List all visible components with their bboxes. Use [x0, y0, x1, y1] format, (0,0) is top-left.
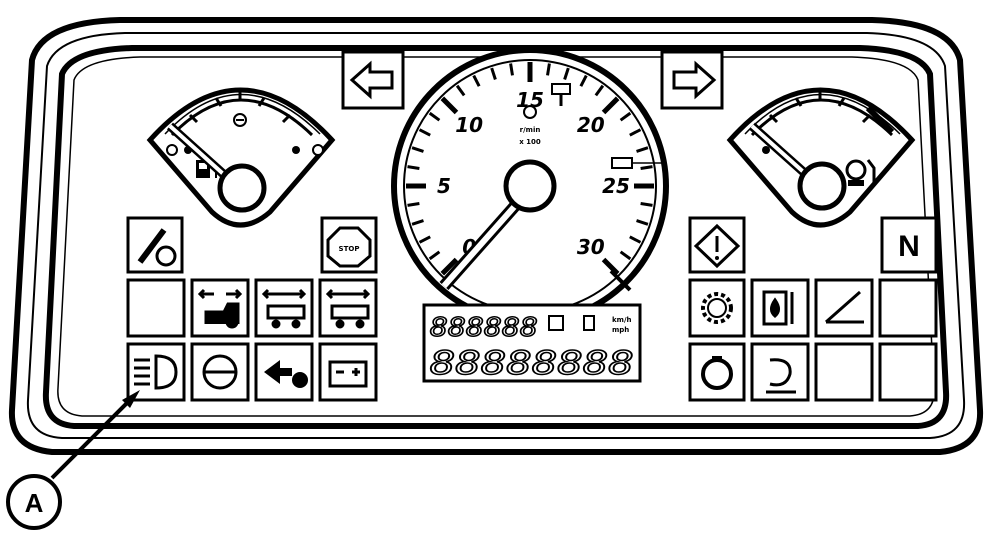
tachometer-label: 30: [577, 235, 605, 259]
tachometer-tick: [440, 96, 459, 115]
tachometer-tick: [472, 74, 481, 87]
lcd-upper-digits: 888888: [430, 313, 538, 343]
air-filter-icon: [825, 290, 864, 324]
pto-speed-icon: [551, 83, 571, 106]
parking-brake-indicator: [126, 216, 184, 274]
tachometer-tick: [579, 74, 588, 87]
lcd-lower-digits: 88888888: [430, 344, 634, 382]
oil-pressure-icon: [701, 356, 733, 390]
tachometer-tick: [619, 250, 632, 261]
tachometer-label: 20: [577, 113, 605, 137]
tachometer-tick: [418, 128, 431, 137]
warning-indicator: [688, 216, 746, 274]
right-turn-indicator: [660, 50, 724, 110]
tachometer-tick: [455, 84, 466, 97]
blank-tile-right-2: [814, 342, 874, 402]
lcd-pto-icon: [548, 315, 564, 331]
tachometer-tick: [636, 219, 649, 226]
callout-arrow: [50, 390, 140, 480]
tachometer-tick: [636, 146, 649, 153]
callout-letter: A: [25, 488, 44, 518]
engine-oil-icon: [523, 105, 537, 119]
glow-plug-icon: [701, 292, 733, 324]
blank-tile-right-1: [878, 278, 938, 338]
blank-tile-right-3: [878, 342, 938, 402]
temperature-gauge: [726, 87, 916, 228]
tachometer-tick: [411, 146, 424, 153]
tachometer-tick: [411, 219, 424, 226]
rpm-multiplier-label: x 100: [519, 138, 541, 146]
stop-indicator: STOP: [320, 216, 378, 274]
tachometer-label: 5: [437, 174, 451, 198]
tachometer-tick: [640, 165, 653, 170]
trailer-2-icon: [325, 288, 371, 329]
tachometer-tick: [407, 165, 420, 170]
tachometer-tick: [440, 257, 459, 276]
neutral-label: N: [898, 230, 920, 263]
tachometer-label: 25: [602, 174, 630, 198]
battery-icon: [328, 360, 368, 388]
tachometer-hub: [503, 159, 557, 213]
lcd-gear-icon: [583, 315, 595, 331]
tractor-direction-tile: [190, 278, 250, 338]
steering-icon: [202, 354, 238, 390]
rpm-unit-label: r/min: [520, 126, 541, 134]
battery-tile: [318, 342, 378, 402]
blank-tile: [126, 278, 186, 338]
tachometer-tick: [563, 67, 570, 80]
tachometer-tick: [509, 63, 514, 76]
trailer-1-icon: [261, 288, 307, 329]
gauge-high-dot: [292, 146, 300, 154]
tachometer-tick: [407, 202, 420, 207]
cluster-housing: [8, 17, 984, 455]
tachometer-tick: [640, 202, 653, 207]
tachometer-tick: [629, 235, 642, 244]
tachometer-label: 10: [455, 113, 483, 137]
tachometer-tick: [601, 96, 620, 115]
fuel-gauge: [146, 87, 336, 228]
tachometer-tick: [428, 111, 441, 122]
tachometer-tick: [546, 63, 551, 76]
pto-speed-icon-2: [611, 157, 662, 169]
tachometer-tick: [428, 250, 441, 261]
tachometer-ticks: [406, 62, 654, 276]
tachometer-tick: [619, 111, 632, 122]
direction-arrows-icon: [197, 288, 243, 329]
tachometer-redline: [609, 269, 632, 292]
lcd-unit-bottom: mph: [612, 326, 629, 334]
neutral-indicator: N: [880, 216, 938, 274]
tachometer-tick: [490, 67, 497, 80]
engine-temperature-icon: [845, 159, 876, 186]
left-turn-indicator: [341, 50, 405, 110]
lcd-unit-top: km/h: [612, 316, 632, 324]
headlight-icon: [134, 354, 178, 390]
tachometer-tick: [601, 257, 620, 276]
tachometer-tick: [629, 128, 642, 137]
stop-label: STOP: [339, 245, 360, 253]
callout-label: A: [6, 474, 62, 530]
pto-engaged-icon: [766, 358, 796, 394]
hydraulic-oil-icon: [762, 290, 794, 326]
lcd-display: 888888 km/h mph 88888888: [422, 303, 642, 383]
tachometer-tick: [594, 84, 605, 97]
tachometer-tick: [418, 235, 431, 244]
tractor-reverse-icon: [264, 360, 308, 388]
right-indicator-block: [688, 278, 938, 402]
